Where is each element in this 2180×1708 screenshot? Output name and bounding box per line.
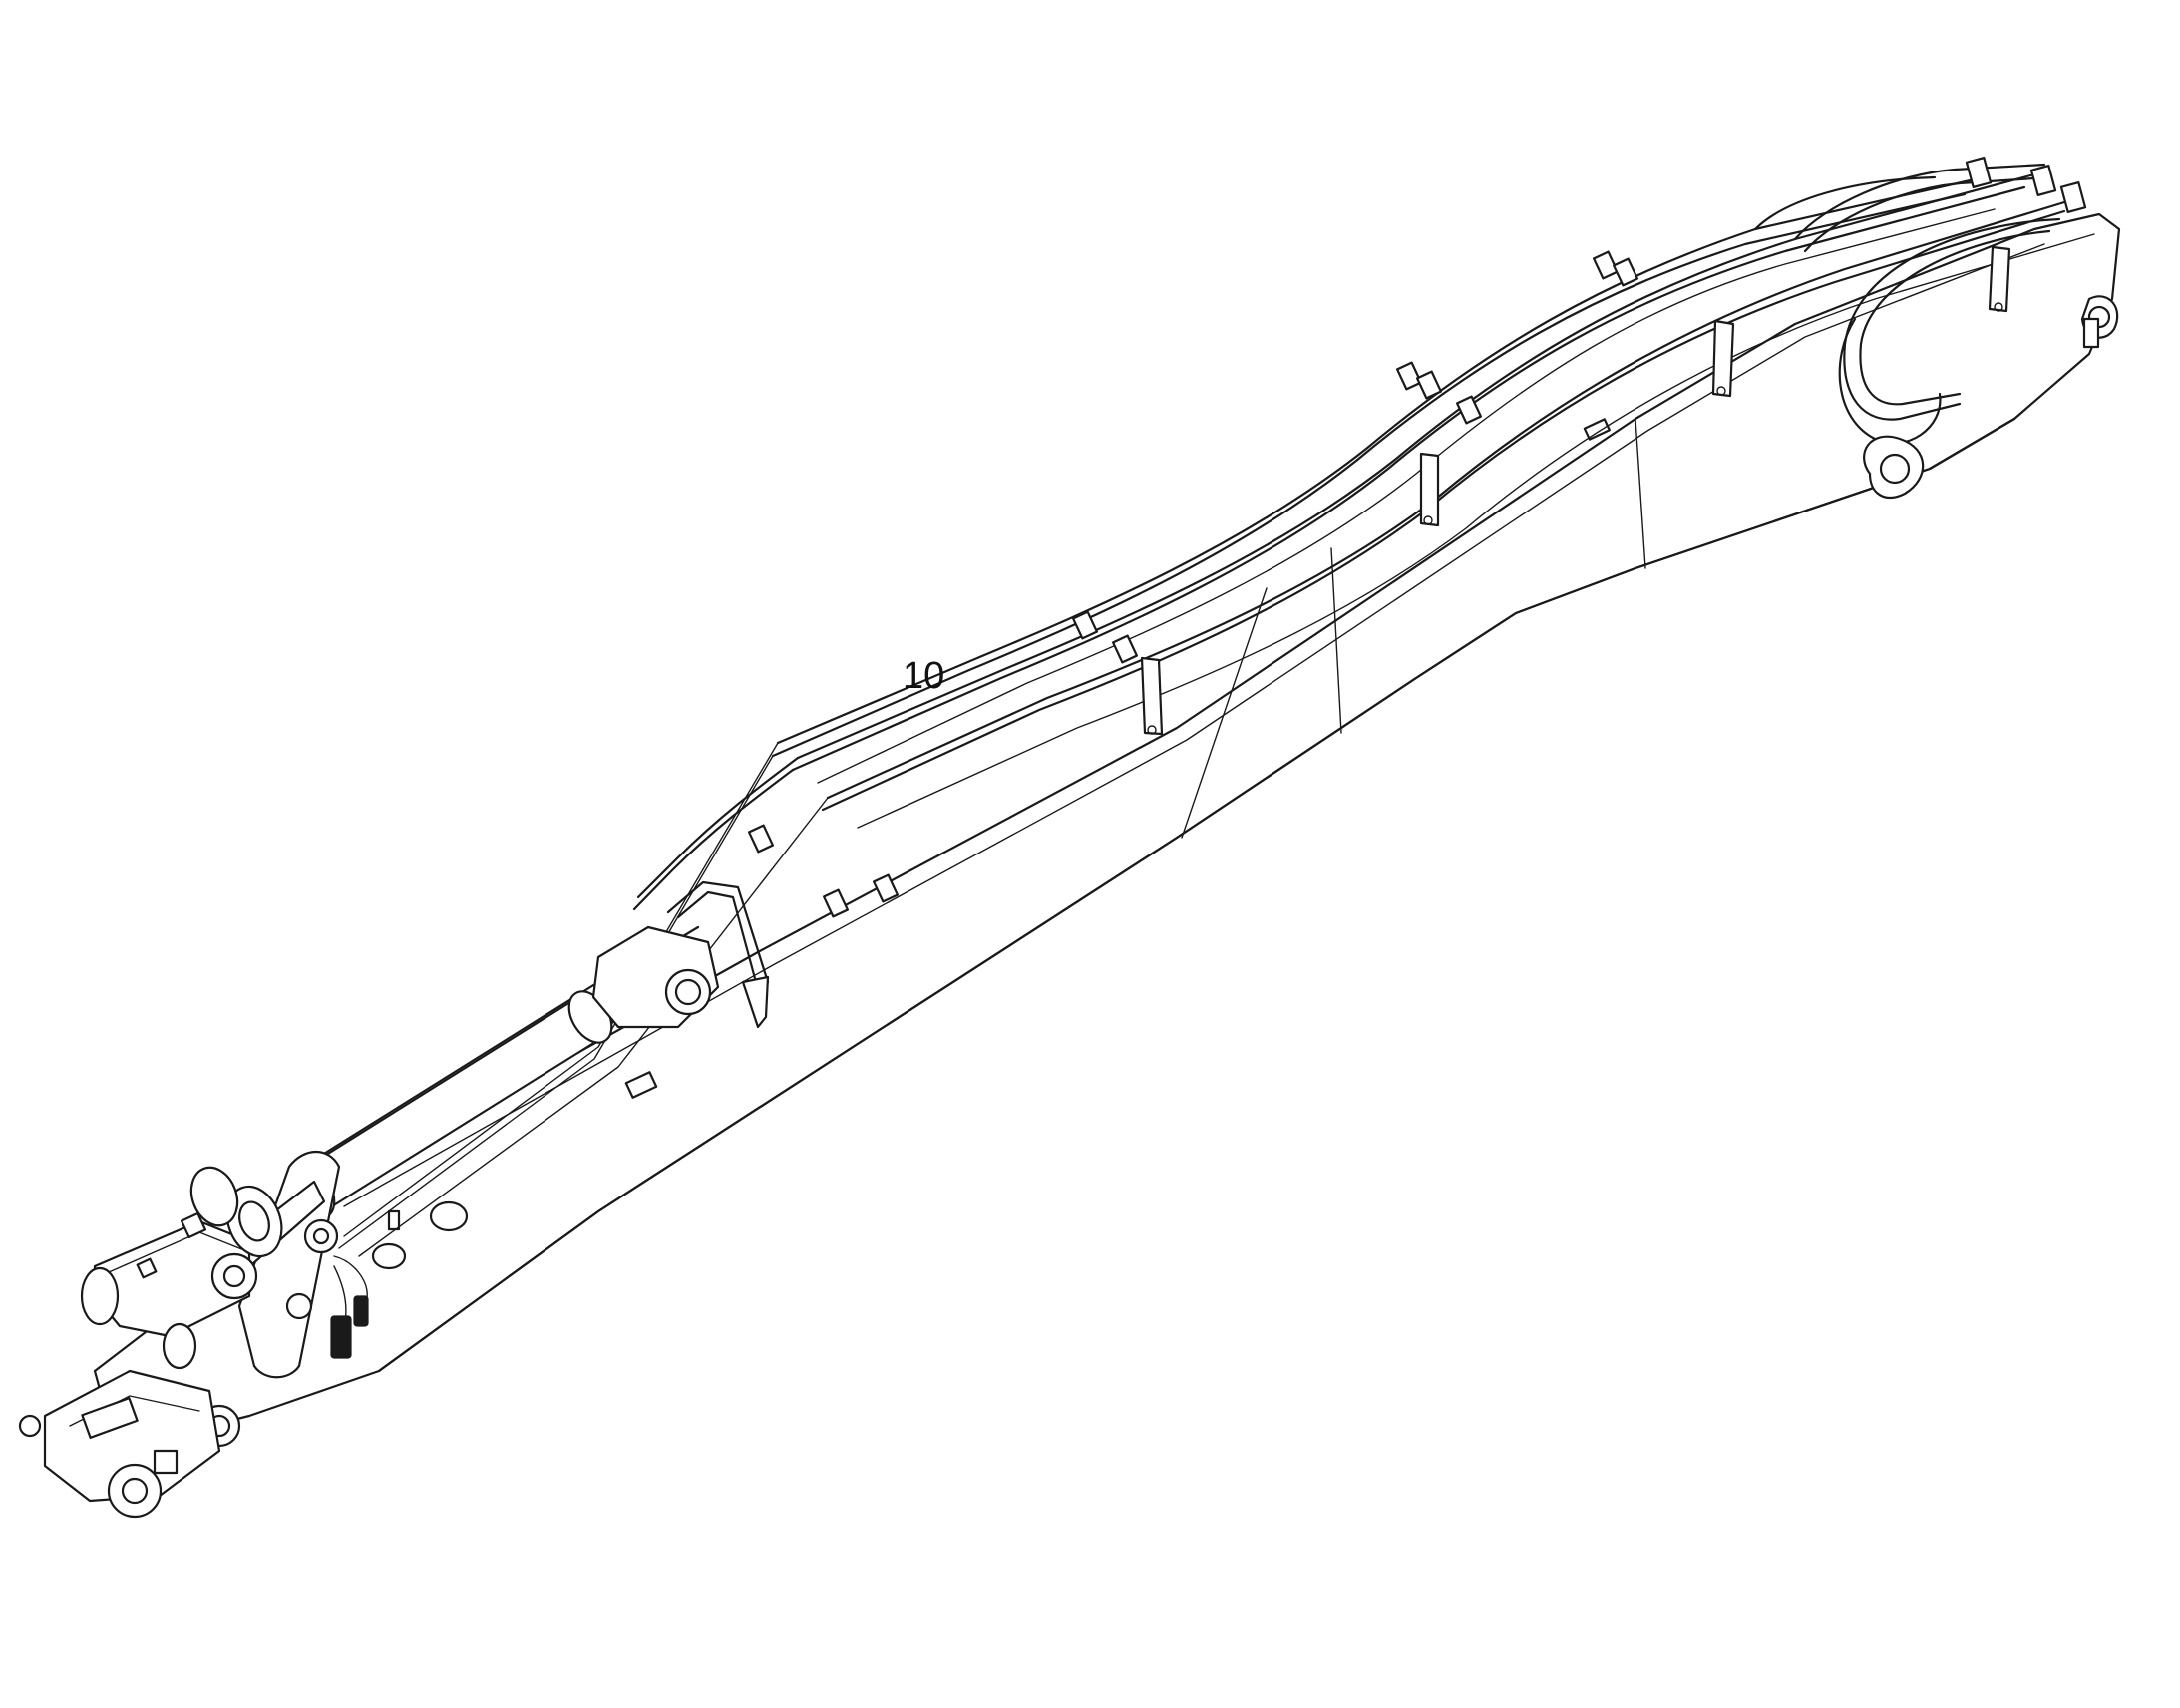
arm-body [93,212,2121,1438]
clamp-2 [1396,361,1482,425]
callout-10: 10 [903,655,944,697]
bucket-linkage [18,1151,369,1519]
clamp-1 [1593,250,1638,287]
bucket-cylinder [286,880,770,1220]
clamp-3 [1072,610,1138,664]
clamp-4 [748,824,899,918]
hose-clamps [748,157,2087,918]
